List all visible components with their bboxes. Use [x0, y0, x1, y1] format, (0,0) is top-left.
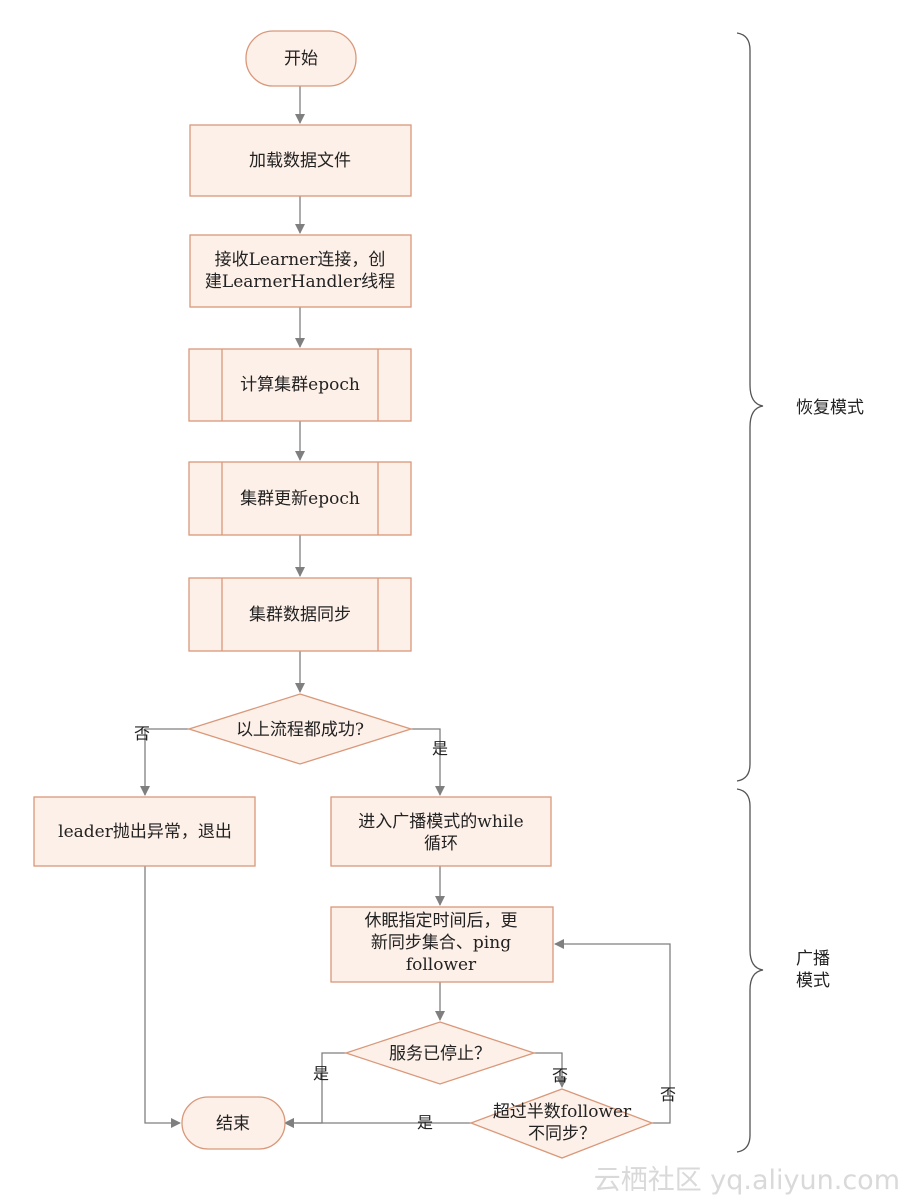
- calc-epoch-label: 计算集群epoch: [240, 375, 360, 395]
- sleep-update-line-3: follower: [406, 955, 477, 975]
- edge-decision-no-to-exit: [140, 728, 189, 796]
- edge-stopped-no-to-half: [534, 1052, 567, 1088]
- edge-labels: 否 是 是 否 是 否: [134, 724, 676, 1132]
- end-label: 结束: [216, 1114, 250, 1134]
- stopped-yes-label: 是: [313, 1064, 329, 1083]
- start-label: 开始: [284, 49, 318, 69]
- phase-labels: 恢复模式 广播 模式: [796, 398, 864, 991]
- update-epoch-label: 集群更新epoch: [240, 489, 360, 509]
- edges: [140, 86, 671, 1128]
- leader-exit-label: leader抛出异常，退出: [58, 822, 232, 842]
- enter-broadcast-line-2: 循环: [424, 834, 458, 854]
- start-node: 开始: [245, 30, 357, 87]
- decision-half-line-1: 超过半数follower: [493, 1102, 632, 1122]
- load-data-node: 加载数据文件: [189, 124, 412, 197]
- edge-decision-yes-to-broadcast: [411, 728, 445, 796]
- calc-epoch-node: 计算集群epoch: [188, 348, 412, 422]
- end-node: 结束: [181, 1096, 286, 1150]
- accept-learner-node: 接收Learner连接，创 建LearnerHandler线程: [189, 234, 412, 308]
- watermark: 云栖社区 yq.aliyun.com: [594, 1165, 900, 1196]
- sync-data-label: 集群数据同步: [249, 605, 351, 625]
- decision-half-line-2: 不同步？: [528, 1124, 596, 1144]
- phase-braces: [736, 32, 764, 1153]
- load-data-label: 加载数据文件: [249, 151, 351, 171]
- edge-half-no-to-sleep: [554, 939, 671, 1124]
- decision-success-label: 以上流程都成功?: [236, 720, 364, 740]
- sleep-update-node: 休眠指定时间后，更 新同步集合、ping follower: [330, 906, 554, 983]
- success-no-label: 否: [134, 724, 150, 743]
- broadcast-brace: [736, 788, 764, 1153]
- stopped-no-label: 否: [552, 1066, 568, 1085]
- half-no-label: 否: [660, 1085, 676, 1104]
- decision-stopped-node: 服务已停止？: [343, 1021, 537, 1085]
- enter-broadcast-line-1: 进入广播模式的while: [358, 812, 523, 832]
- decision-half-node: 超过半数follower 不同步？: [469, 1088, 654, 1159]
- recovery-phase-label: 恢复模式: [796, 398, 864, 418]
- update-epoch-node: 集群更新epoch: [188, 461, 412, 536]
- sync-data-node: 集群数据同步: [188, 577, 412, 652]
- recovery-brace: [736, 32, 764, 782]
- sleep-update-line-2: 新同步集合、ping: [371, 933, 511, 953]
- leader-exit-node: leader抛出异常，退出: [33, 796, 256, 867]
- decision-success-node: 以上流程都成功?: [186, 693, 414, 765]
- success-yes-label: 是: [432, 739, 448, 758]
- broadcast-phase-line-2: 模式: [796, 971, 830, 991]
- nodes: 开始 加载数据文件 接收Learner连接，创 建LearnerHandler线…: [33, 30, 654, 1159]
- accept-learner-line-1: 接收Learner连接，创: [215, 250, 386, 270]
- decision-stopped-label: 服务已停止？: [389, 1044, 491, 1064]
- sleep-update-line-1: 休眠指定时间后，更: [365, 911, 518, 931]
- edge-exit-to-end: [144, 866, 181, 1128]
- half-yes-label: 是: [417, 1113, 433, 1132]
- accept-learner-line-2: 建LearnerHandler线程: [205, 272, 395, 292]
- enter-broadcast-node: 进入广播模式的while 循环: [330, 796, 552, 867]
- broadcast-phase-line-1: 广播: [796, 949, 830, 969]
